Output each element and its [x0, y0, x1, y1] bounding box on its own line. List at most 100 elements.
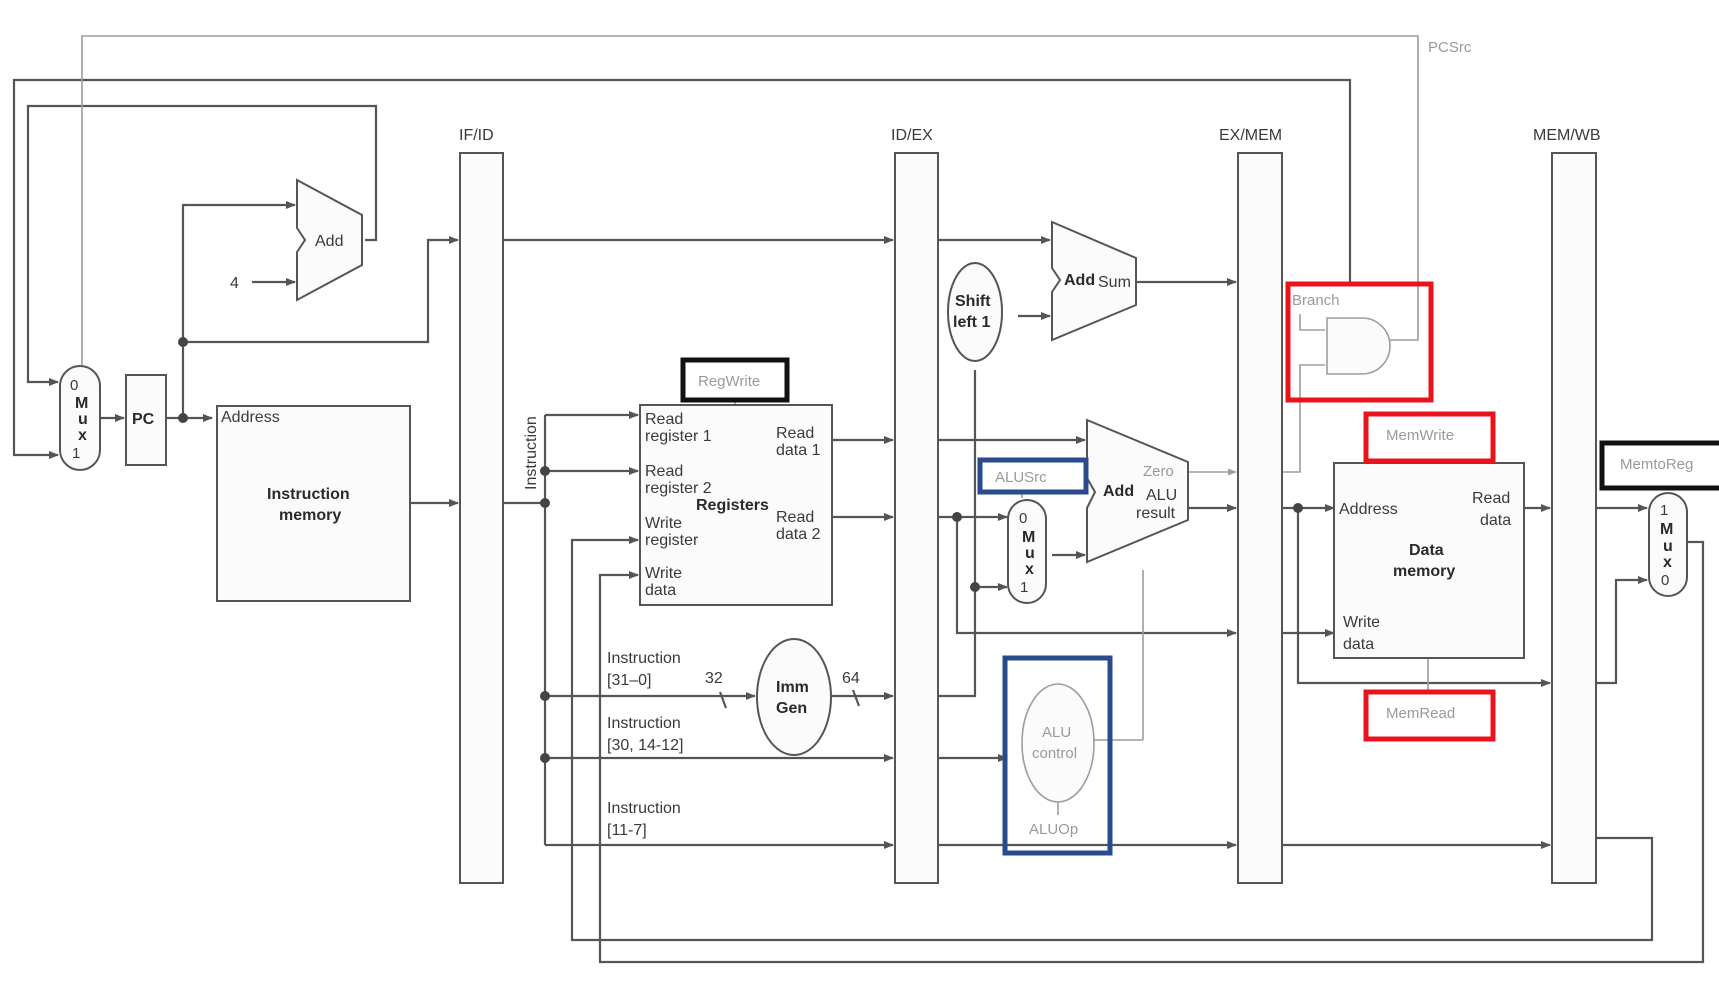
- id-ex-register: [894, 152, 939, 884]
- data-memory-title-2: memory: [1393, 563, 1455, 580]
- instruction-bus-label: Instruction: [523, 416, 540, 490]
- imm-gen-label-1: Imm: [776, 679, 809, 696]
- data-memory-read-1: Read: [1472, 490, 1510, 507]
- regwrite-label: RegWrite: [698, 373, 760, 390]
- register-file: [639, 404, 833, 606]
- read-register-1-b: register 1: [645, 428, 712, 445]
- mem-wb-register: [1551, 152, 1597, 884]
- alu-result-1: ALU: [1146, 487, 1177, 504]
- alu-mux: [1007, 499, 1047, 604]
- instruction-field-3-a: Instruction: [607, 800, 681, 817]
- memtoreg-highlight-box: [1599, 440, 1719, 491]
- registers-title: Registers: [696, 497, 769, 514]
- read-data-2-b: data 2: [776, 526, 821, 543]
- instruction-memory: [216, 405, 411, 602]
- wb-mux-1: 1: [1660, 502, 1668, 519]
- pc-mux-x: x: [78, 427, 87, 444]
- read-data-2-a: Read: [776, 509, 814, 526]
- instruction-field-1-a: Instruction: [607, 650, 681, 667]
- branch-label: Branch: [1292, 292, 1340, 309]
- data-memory: [1333, 462, 1525, 659]
- shift-left-label-1: Shift: [955, 293, 991, 310]
- memwrite-label: MemWrite: [1386, 427, 1454, 444]
- pc-register: [125, 374, 167, 466]
- shift-left-label-2: left 1: [953, 314, 990, 331]
- alu-control: [1021, 683, 1095, 803]
- alu-control-label-1: ALU: [1042, 724, 1071, 741]
- pc-mux-1: 1: [72, 445, 80, 462]
- pc-mux-0: 0: [70, 377, 78, 394]
- instruction-field-2-b: [30, 14-12]: [607, 737, 684, 754]
- wb-mux-u: u: [1663, 538, 1673, 555]
- memwrite-highlight-box: [1363, 411, 1496, 464]
- instruction-field-3-b: [11-7]: [607, 822, 647, 839]
- alusrc-label: ALUSrc: [995, 469, 1047, 486]
- bus-slash-64: [851, 689, 861, 707]
- constant-four: 4: [230, 275, 239, 292]
- imm-gen: [756, 638, 832, 756]
- instruction-memory-title-2: memory: [279, 507, 341, 524]
- instruction-field-2-a: Instruction: [607, 715, 681, 732]
- alu-control-highlight-box: [1002, 655, 1113, 856]
- pc-adder: [296, 178, 363, 302]
- wb-mux-0: 0: [1661, 572, 1669, 589]
- instruction-memory-title-1: Instruction: [267, 486, 350, 503]
- regwrite-highlight-box: [680, 357, 790, 403]
- branch-adder: [1051, 220, 1137, 342]
- instruction-memory-address: Address: [221, 409, 280, 426]
- data-memory-write-2: data: [1343, 636, 1374, 653]
- alu-add: Add: [1103, 483, 1134, 500]
- imm-gen-label-2: Gen: [776, 700, 807, 717]
- wb-mux-m: M: [1660, 521, 1673, 538]
- read-register-2-a: Read: [645, 463, 683, 480]
- data-memory-write-1: Write: [1343, 614, 1380, 631]
- alu-mux-0: 0: [1019, 510, 1027, 527]
- read-register-1-a: Read: [645, 411, 683, 428]
- data-memory-read-2: data: [1480, 512, 1511, 529]
- if-id-register: [459, 152, 504, 884]
- ex-mem-register: [1237, 152, 1283, 884]
- memread-highlight-box: [1363, 689, 1496, 742]
- branch-adder-add: Add: [1064, 272, 1095, 289]
- junction-dots: [178, 337, 1303, 763]
- ex-mem-label: EX/MEM: [1219, 127, 1282, 144]
- aluop-label: ALUOp: [1029, 821, 1078, 838]
- alu-mux-m: M: [1022, 529, 1035, 546]
- pc-mux-m: M: [75, 395, 88, 412]
- id-ex-label: ID/EX: [891, 127, 933, 144]
- bus-slash-32: [718, 691, 728, 709]
- pc-mux-u: u: [78, 411, 88, 428]
- alu-mux-u: u: [1025, 545, 1035, 562]
- branch-and-gate: [1326, 317, 1391, 375]
- mem-wb-label: MEM/WB: [1533, 127, 1601, 144]
- wb-mux: [1648, 492, 1688, 597]
- imm-gen-out-width: 64: [842, 670, 860, 687]
- instruction-field-1-b: [31–0]: [607, 672, 651, 689]
- alu-mux-x: x: [1025, 561, 1034, 578]
- pc-label: PC: [132, 411, 155, 428]
- write-register-a: Write: [645, 515, 682, 532]
- if-id-label: IF/ID: [459, 127, 494, 144]
- imm-gen-in-width: 32: [705, 670, 723, 687]
- branch-highlight-box: [1285, 281, 1434, 403]
- wb-mux-x: x: [1663, 554, 1672, 571]
- alu-mux-1: 1: [1020, 579, 1028, 596]
- write-register-b: register: [645, 532, 699, 549]
- write-data-b: data: [645, 582, 676, 599]
- read-data-1-a: Read: [776, 425, 814, 442]
- read-data-1-b: data 1: [776, 442, 821, 459]
- shift-left-unit: [947, 262, 1003, 362]
- data-memory-title-1: Data: [1409, 542, 1444, 559]
- pcsrc-label: PCSrc: [1428, 39, 1472, 56]
- pc-mux: [59, 365, 101, 471]
- data-memory-address: Address: [1339, 501, 1398, 518]
- alu-zero: Zero: [1143, 463, 1174, 480]
- branch-adder-sum: Sum: [1098, 274, 1131, 291]
- alusrc-highlight-box: [977, 457, 1089, 495]
- datapath-wires: [12, 78, 1705, 964]
- alu-result-2: result: [1136, 505, 1176, 522]
- memread-label: MemRead: [1386, 705, 1455, 722]
- pc-adder-label: Add: [315, 233, 343, 250]
- write-data-a: Write: [645, 565, 682, 582]
